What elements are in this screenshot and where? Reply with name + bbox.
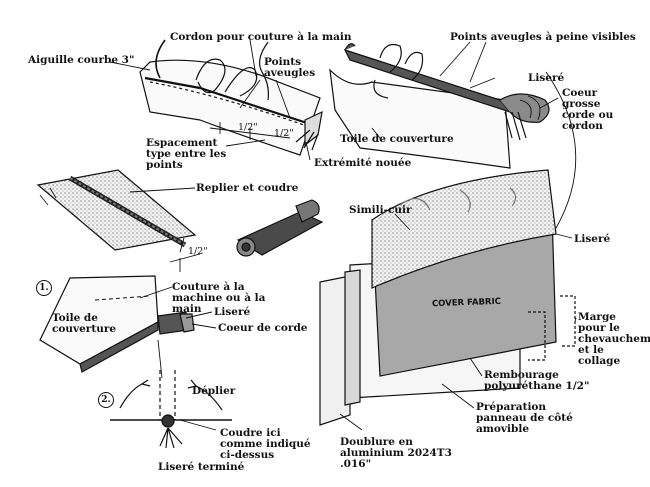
leader-lines bbox=[109, 39, 577, 431]
stitch-spacing-label: Espacement type entre les points bbox=[146, 137, 227, 171]
dimension-half-inch-a: 1/2" bbox=[238, 122, 258, 133]
padding-label: Rembourage polyuréthane 1/2" bbox=[484, 369, 590, 392]
cover-cloth-top-label: Toile de couverture bbox=[340, 133, 454, 145]
panel-assembly bbox=[319, 169, 576, 426]
dimension-half-inch-c: 1/2" bbox=[188, 246, 208, 257]
unfold-label: Déplier bbox=[192, 385, 236, 397]
sew-here-label: Coudre ici comme indiqué ci-dessus bbox=[220, 427, 311, 461]
welt-top-label: Liseré bbox=[528, 72, 565, 84]
hand-cord-label: Cordon pour couture à la main bbox=[170, 31, 352, 43]
margin-label: Marge pour le chevauchement et le collag… bbox=[578, 311, 650, 367]
machine-or-hand-label: Couture à la machine ou à la main bbox=[172, 281, 266, 315]
cord-welt-illustration bbox=[329, 43, 550, 169]
hand-stitch-illustration bbox=[139, 39, 323, 156]
simili-label: Simili-cuir bbox=[349, 204, 412, 216]
welt-right-label: Liseré bbox=[574, 233, 611, 245]
fold-sew-label: Replier et coudre bbox=[196, 182, 299, 194]
fold-and-sew-illustration bbox=[36, 169, 201, 272]
aluminum-label: Doublure en aluminium 2024T3 .016" bbox=[340, 436, 452, 470]
knotted-end-label: Extrémité nouée bbox=[314, 157, 412, 169]
step2-illustration bbox=[110, 370, 232, 449]
step2-badge: 2. bbox=[98, 392, 114, 408]
blind-stitches-label: Points aveugles bbox=[264, 56, 316, 79]
cover-cloth-left-label: Toile de couverture bbox=[52, 312, 117, 335]
cord-core-label: Coeur grosse corde ou cordon bbox=[562, 87, 614, 132]
welt-left-label: Liseré bbox=[214, 306, 251, 318]
dimension-half-inch-b: 1/2" bbox=[274, 128, 294, 139]
barely-visible-label: Points aveugles à peine visibles bbox=[450, 31, 636, 43]
step1-badge: 1. bbox=[36, 280, 52, 296]
panel-prep-label: Préparation panneau de côté amovible bbox=[476, 401, 573, 435]
rolled-welt-illustration bbox=[236, 199, 324, 257]
cord-heart-label: Coeur de corde bbox=[218, 322, 308, 334]
welt-done-label: Liseré terminé bbox=[158, 461, 245, 473]
step1-illustration bbox=[39, 275, 195, 373]
curved-needle-label: Aiguille courbe 3" bbox=[28, 54, 135, 66]
